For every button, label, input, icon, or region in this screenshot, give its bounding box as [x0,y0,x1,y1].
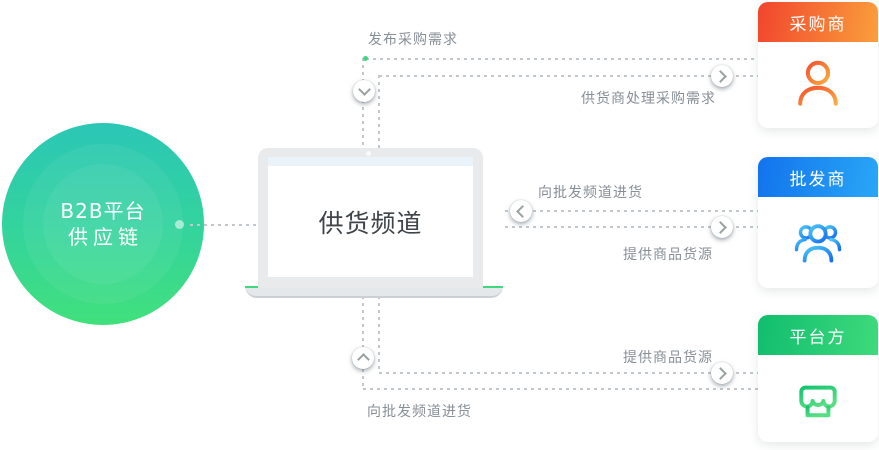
connector-corner-dot [363,56,368,61]
hub-ring-inner [43,164,163,284]
connector-wholesale-purchase-h [505,210,758,212]
card-buyer: 采购商 [758,2,878,128]
connector-start-dot [175,220,184,229]
connector-wholesale-purchase-bottom-h [363,388,758,390]
connector-wholesale-purchase-bottom-v2 [362,369,364,389]
card-buyer-title: 采购商 [758,2,878,42]
flow-label-provide-goods-bottom: 提供商品货源 [623,350,713,366]
connector-provide-goods-bottom-h [379,372,758,374]
flow-label-provide-goods-mid: 提供商品货源 [623,247,713,263]
card-platform: 平台方 [758,315,878,442]
connector-provide-goods-mid-h [505,226,758,228]
arrow-down-node [353,80,375,102]
storefront-icon [794,373,842,425]
hub-ring-outer [23,144,183,304]
person-icon [793,57,843,113]
connector-wholesale-purchase-bottom-v1 [362,296,364,348]
card-platform-title: 平台方 [758,315,878,355]
connector-publish-demand-v [362,58,364,148]
chevron-right-icon [714,220,727,234]
connector-process-demand-v [378,75,380,148]
laptop-screen: 供货频道 [268,157,473,277]
arrow-left-node [510,200,532,222]
arrow-right-node-buyer [711,65,733,87]
arrow-right-node-platform [711,362,733,384]
card-wholesaler: 批发商 [758,157,878,288]
hub-label: B2B平台 供应链 [2,123,204,325]
flow-label-process-demand: 供货商处理采购需求 [581,91,716,107]
flow-label-wholesale-purchase-bottom: 向批发频道进货 [367,404,472,420]
laptop: 供货频道 [258,148,483,288]
hub-label-line1: B2B平台 [60,199,146,223]
laptop-camera-dot [366,151,371,156]
chevron-down-icon [357,83,371,96]
flow-label-wholesale-purchase: 向批发频道进货 [538,185,643,201]
arrow-right-node-wholesaler [711,216,733,238]
card-wholesaler-title: 批发商 [758,157,878,197]
connector-process-demand-h [379,75,758,77]
people-group-icon [793,219,843,267]
connector-provide-goods-bottom-v [378,296,380,372]
b2b-platform-circle: B2B平台 供应链 [2,123,204,325]
screen-top-strip [268,157,473,166]
chevron-left-icon [516,204,529,218]
chevron-right-icon [714,69,727,83]
connector-hub-laptop [190,224,258,226]
arrow-up-node [352,347,374,369]
flow-label-publish-demand: 发布采购需求 [368,32,458,48]
chevron-right-icon [714,366,727,380]
chevron-up-icon [356,353,370,366]
supply-channel-title: 供货频道 [318,209,423,238]
connector-publish-demand-h [366,58,758,60]
hub-label-line2: 供应链 [68,225,143,249]
